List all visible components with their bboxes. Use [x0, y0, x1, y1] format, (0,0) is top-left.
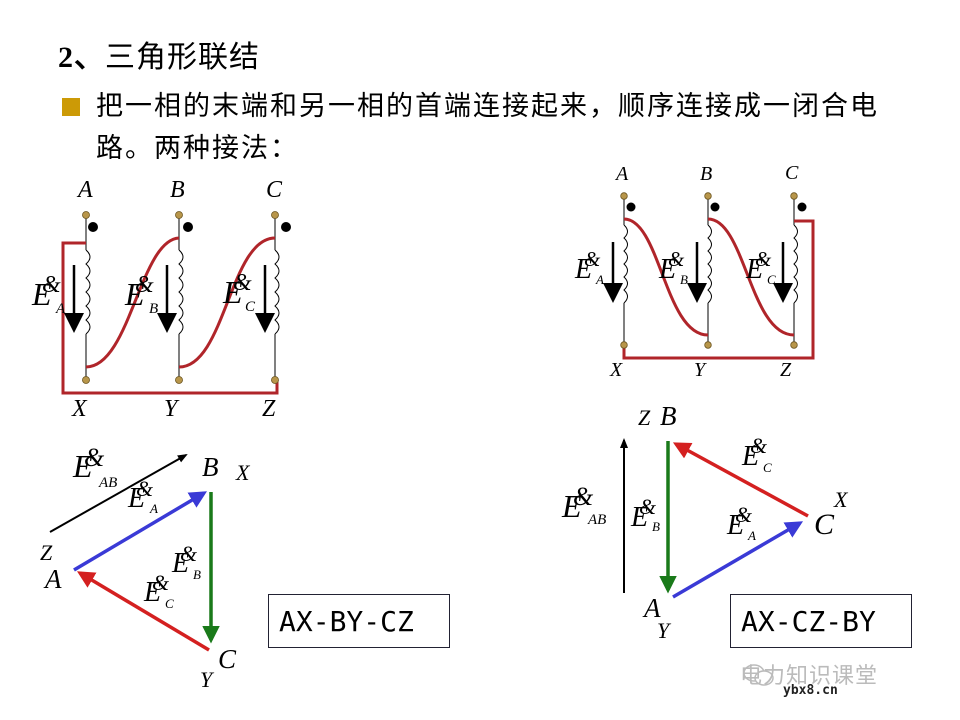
svg-text:E: E [658, 254, 676, 285]
left-circuit: A B C X Y Z E & A E & B E & C [31, 177, 291, 422]
terminal-B-label: B [170, 177, 185, 203]
svg-text:B: B [680, 272, 688, 287]
svg-text:E: E [630, 502, 648, 533]
terminal-Y-label: Y [164, 396, 180, 422]
svg-text:C: C [767, 272, 776, 287]
svg-text:&: & [84, 443, 105, 472]
emf-AB-phasor-label: E & AB [72, 443, 117, 491]
svg-text:&: & [136, 476, 154, 501]
right-vertex-X-label: X [833, 487, 849, 512]
right-terminal-C-label: C [785, 162, 799, 184]
right-emf-B-label: E & B [658, 247, 688, 287]
right-emf-A-label: E & A [574, 247, 604, 287]
svg-text:C: C [245, 299, 256, 315]
right-vertex-Z-label: Z [638, 405, 651, 430]
right-emf-C-phasor-label: E & C [741, 433, 772, 475]
svg-text:C: C [165, 596, 174, 611]
svg-text:E: E [171, 548, 189, 579]
svg-text:&: & [639, 494, 657, 519]
svg-text:&: & [180, 541, 198, 566]
right-vertex-Y-label: Y [657, 618, 672, 643]
svg-text:&: & [152, 570, 170, 595]
svg-text:E: E [574, 254, 592, 285]
svg-text:E: E [222, 274, 243, 310]
vertex-C-label: C [218, 644, 237, 674]
right-vertex-A-label: A [642, 593, 661, 623]
right-emf-A-phasor-label: E & A [726, 502, 756, 543]
title-text: 三角形联结 [105, 40, 260, 75]
sequence-box-left: AX-BY-CZ [268, 594, 450, 648]
right-emf-B-phasor-label: E & B [630, 494, 660, 534]
bullet-text: 把一相的末端和另一相的首端连接起来，顺序连接成一闭合电路。两种接法： [96, 91, 879, 164]
svg-text:B: B [652, 519, 660, 534]
terminal-X-label: X [71, 396, 88, 422]
right-circuit: A B C X Y Z E & A E & B E & C [574, 162, 815, 381]
emf-C-label: E & C [222, 270, 256, 315]
svg-text:&: & [750, 433, 768, 458]
right-terminal-A-label: A [614, 163, 629, 185]
watermark-text: 电力知识课堂 [740, 664, 879, 689]
svg-text:&: & [135, 272, 154, 298]
emf-C-phasor-label: E & C [143, 570, 174, 611]
svg-text:&: & [584, 247, 601, 271]
svg-text:A: A [149, 501, 158, 516]
svg-text:&: & [755, 247, 772, 271]
svg-text:&: & [668, 247, 685, 271]
svg-text:B: B [193, 567, 201, 582]
emf-A-phasor-label: E & A [127, 476, 158, 516]
title-number: 2、 [58, 41, 105, 74]
watermark-url: ybx8.cn [783, 683, 838, 698]
right-terminal-Y-label: Y [694, 359, 707, 381]
svg-text:AB: AB [98, 475, 117, 491]
terminal-Z-label: Z [262, 396, 276, 422]
bullet-square-icon [62, 98, 80, 116]
svg-text:E: E [127, 483, 145, 514]
right-vertex-B-label: B [660, 401, 677, 431]
vertex-A-label: A [43, 564, 62, 594]
left-phasor-diagram: B X Z A C Y E & AB E & A E & B E & C [40, 443, 251, 692]
sequence-box-right: AX-CZ-BY [730, 594, 912, 648]
right-phasor-diagram: Z B X C A Y E & AB E & B E & A E & C [561, 401, 849, 643]
emf-A-label: E & A [31, 272, 66, 317]
vertex-Z-label: Z [40, 540, 53, 565]
right-terminal-Z-label: Z [780, 359, 792, 381]
vertex-B-label: B [202, 452, 219, 482]
svg-text:A: A [747, 528, 756, 543]
svg-text:&: & [573, 482, 594, 511]
right-terminal-X-label: X [609, 359, 623, 381]
svg-text:E: E [726, 510, 744, 541]
right-emf-C-label: E & C [745, 247, 776, 287]
svg-text:E: E [72, 448, 93, 484]
svg-text:C: C [763, 460, 772, 475]
svg-text:E: E [31, 276, 52, 312]
svg-text:A: A [55, 301, 66, 317]
svg-text:&: & [42, 272, 61, 298]
svg-text:E: E [745, 254, 763, 285]
vertex-Y-label: Y [200, 667, 215, 692]
svg-text:&: & [735, 502, 753, 527]
svg-text:E: E [143, 577, 161, 608]
svg-text:E: E [124, 276, 145, 312]
slide-title: 2、三角形联结 [58, 32, 260, 76]
terminal-A-label: A [76, 177, 93, 203]
right-terminal-B-label: B [700, 163, 712, 185]
emf-B-phasor-label: E & B [171, 541, 201, 582]
svg-text:&: & [233, 270, 252, 296]
wechat-icon [743, 664, 774, 686]
svg-text:E: E [561, 488, 582, 524]
svg-text:E: E [741, 441, 759, 472]
right-vertex-C-label: C [814, 508, 835, 541]
svg-text:AB: AB [587, 512, 606, 528]
svg-text:B: B [149, 301, 158, 317]
vertex-X-label: X [235, 460, 251, 485]
terminal-C-label: C [266, 177, 283, 203]
right-emf-AB-phasor-label: E & AB [561, 482, 606, 528]
svg-text:A: A [595, 272, 604, 287]
emf-B-label: E & B [124, 272, 158, 317]
